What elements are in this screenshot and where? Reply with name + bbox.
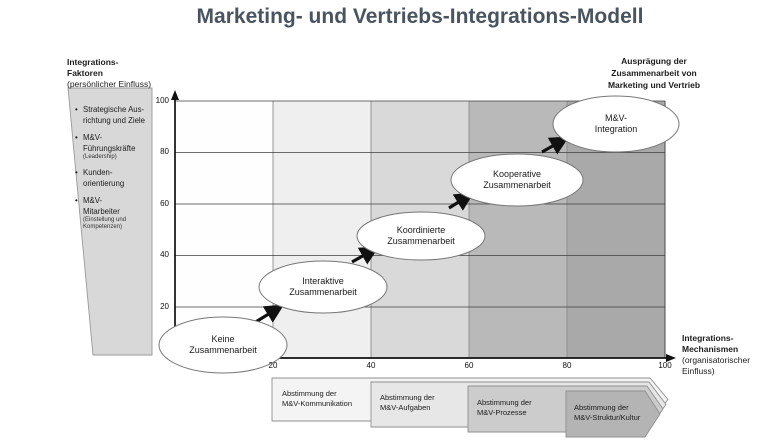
funnel-item-line: M&V- (83, 133, 103, 142)
annotation-line: Zusammenarbeit von (611, 68, 697, 78)
stage-label-interaktive: Interaktive Zusammenarbeit (268, 276, 378, 298)
mechanism-arrow-line: M&V-Struktur/Kultur (574, 413, 641, 422)
funnel-item: M&V- Mitarbeiter (Einstellung und Kompet… (74, 196, 152, 231)
mechanism-arrow-line: Abstimmung der (477, 398, 532, 407)
funnel-item: Kunden- orientierung (74, 168, 152, 189)
mechanism-arrow-shape-4 (565, 390, 661, 438)
x-axis-tick-label: 100 (658, 361, 672, 370)
funnel-item-line: Führungskräfte (83, 143, 136, 153)
y-axis-tick-label: 20 (160, 302, 169, 311)
stage-label-line: Interaktive (302, 276, 344, 286)
mechanism-arrow-line: Abstimmung der (282, 389, 337, 398)
y-axis-arrowhead (171, 90, 179, 100)
funnel-item-line: Kunden- (83, 168, 113, 177)
stage-label-mv-integration: M&V- Integration (561, 113, 671, 135)
factors-annotation-line: Integrations- (67, 57, 119, 67)
mechanism-arrow-line: M&V-Aufgaben (380, 403, 431, 412)
stage-label-keine: Keine Zusammenarbeit (168, 334, 278, 356)
mechanism-arrow-line: M&V-Prozesse (477, 408, 527, 417)
mechanism-arrow-line: Abstimmung der (574, 403, 629, 412)
funnel-item: Strategische Aus- richtung und Ziele (74, 105, 152, 126)
annotation-line: Ausprägung der (621, 56, 687, 66)
stage-ellipse-3 (356, 211, 486, 261)
funnel-item-line: Strategische Aus- (83, 105, 145, 114)
annotation-line: Marketing und Vertrieb (607, 80, 701, 90)
mechanism-arrow-line: Abstimmung der (380, 393, 435, 402)
annotation-line: Einfluss) (682, 366, 715, 376)
x-axis-tick-label: 20 (268, 361, 278, 370)
stage-label-line: Zusammenarbeit (387, 236, 455, 246)
funnel-item-line: richtung und Ziele (83, 115, 145, 125)
stage-label-line: Kooperative (492, 169, 542, 179)
annotation-line: (organisatorischer (682, 355, 751, 365)
annotation-line: Mechanismen (682, 344, 739, 354)
stage-label-line: Keine (211, 334, 235, 344)
stage-ellipse-1 (158, 316, 288, 374)
y-axis-meaning-annotation: Ausprägung der Zusammenarbeit von Market… (597, 55, 711, 91)
mechanism-arrows (271, 377, 669, 438)
mechanism-arrow-label-2: Abstimmung der M&V-Aufgaben (380, 393, 476, 413)
y-axis-tick-label: 100 (155, 96, 169, 105)
stage-label-line: Zusammenarbeit (189, 345, 257, 355)
y-axis-tick-label: 60 (160, 199, 169, 208)
factors-annotation-subline: (persönlicher Einfluss) (67, 79, 152, 89)
factors-funnel-list: Strategische Aus- richtung und Ziele M&V… (74, 105, 152, 238)
funnel-item-note: (Leadership) (83, 154, 117, 160)
stage-label-koordinierte: Koordinierte Zusammenarbeit (366, 225, 476, 247)
stage-ellipse-5 (552, 95, 680, 153)
y-axis-tick-label: 40 (160, 250, 169, 259)
annotation-line: Integrations- (682, 333, 734, 343)
stage-label-line: M&V- (604, 113, 627, 123)
x-axis-tick-label: 40 (366, 361, 376, 370)
y-axis-tick-label: 80 (160, 147, 169, 156)
x-axis-tick-label: 60 (464, 361, 474, 370)
mechanism-arrow-label-3: Abstimmung der M&V-Prozesse (477, 398, 573, 418)
stage-ellipse-4 (450, 153, 584, 207)
factors-annotation: Integrations- Faktoren (persönlicher Ein… (67, 57, 182, 90)
mechanisms-annotation: Integrations- Mechanismen (organisatoris… (682, 333, 766, 377)
stage-ellipses (158, 95, 680, 374)
x-axis-arrowhead (666, 354, 676, 362)
funnel-item-note: (Einstellung und Kompetenzen) (83, 217, 127, 230)
funnel-item-line: orientierung (83, 178, 125, 188)
stage-label-line: Zusammenarbeit (289, 287, 357, 297)
stage-label-line: Integration (594, 124, 638, 134)
stage-ellipse-2 (258, 260, 388, 314)
stage-label-kooperative: Kooperative Zusammenarbeit (462, 169, 572, 191)
mechanism-arrow-label-1: Abstimmung der M&V-Kommunikation (282, 389, 378, 409)
mechanism-arrow-label-4: Abstimmung der M&V-Struktur/Kultur (574, 403, 670, 423)
funnel-item-line: M&V- (83, 196, 103, 205)
funnel-item-line: Mitarbeiter (83, 206, 120, 216)
stage-label-line: Koordinierte (396, 225, 446, 235)
x-axis-tick-label: 80 (562, 361, 572, 370)
funnel-item: M&V- Führungskräfte (Leadership) (74, 133, 152, 161)
factors-annotation-line: Faktoren (67, 68, 103, 78)
stage-label-line: Zusammenarbeit (483, 180, 551, 190)
page-title: Marketing- und Vertriebs-Integrations-Mo… (196, 5, 644, 28)
mechanism-arrow-line: M&V-Kommunikation (282, 399, 353, 408)
